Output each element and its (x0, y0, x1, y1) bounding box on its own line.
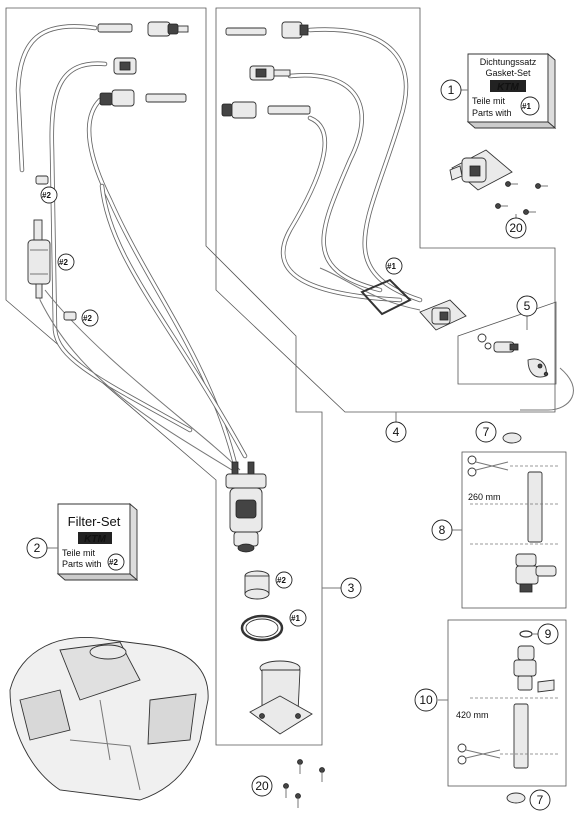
pump-flange-housing (249, 660, 313, 735)
svg-text:2: 2 (34, 541, 41, 555)
kit-tag-sleeve-text: #2 (277, 576, 286, 585)
hose-clamp-lower (63, 311, 77, 321)
group-outline-10 (447, 619, 567, 787)
fuel-pump-unit (225, 461, 267, 553)
hose-clamp-upper (35, 175, 49, 185)
scissors-icon-upper (467, 455, 509, 477)
gasket-set-kit-tag: #1 (522, 102, 531, 111)
hose-segment-420 (513, 703, 529, 769)
pump-o-ring (240, 614, 284, 642)
svg-text:20: 20 (255, 779, 269, 793)
ktm-logo-filter-text: KTM (84, 534, 106, 545)
kit-tag-filter-3-text: #2 (83, 314, 92, 323)
callout-10: 10 (414, 688, 438, 712)
gasket-set-parts-de: Teile mit (472, 96, 506, 106)
group-outline-4 (215, 7, 556, 413)
callout-3: 3 (340, 577, 362, 599)
right-hoses (281, 27, 423, 311)
right-quick-connector-top (225, 21, 309, 39)
right-connector-plug (249, 65, 291, 81)
scissors-icon-lower (457, 743, 501, 765)
group-outline-8 (461, 451, 567, 609)
o-ring-9 (519, 630, 533, 638)
svg-text:5: 5 (524, 299, 531, 313)
angled-connector-lower (515, 553, 557, 593)
hose-clamp-7-bottom (506, 792, 526, 804)
screws-upper-right (495, 181, 548, 215)
tank-flange-gasket (360, 278, 412, 316)
svg-text:10: 10 (419, 693, 433, 707)
gasket-set-box: Dichtungssatz Gasket-Set KTM Teile mit P… (466, 53, 557, 129)
filter-set-parts-de: Teile mit (62, 548, 96, 558)
ktm-logo-gasket (490, 80, 526, 92)
filter-set-box: Filter-Set KTM Teile mit Parts with #2 (56, 503, 139, 581)
svg-text:4: 4 (393, 425, 400, 439)
straight-connector-10 (513, 645, 555, 693)
callout-9: 9 (537, 623, 559, 645)
filter-set-kit-tag: #2 (109, 558, 118, 567)
kit-tag-filter-2-text: #2 (59, 258, 68, 267)
dimension-260: 260 mm (468, 492, 501, 502)
svg-text:7: 7 (537, 793, 544, 807)
ktm-logo-filter (78, 532, 112, 544)
filter-set-title: Filter-Set (68, 514, 121, 529)
callout-4: 4 (385, 421, 407, 443)
pump-sleeve (244, 570, 270, 600)
gasket-set-title: Dichtungssatz (480, 57, 537, 67)
callout-2: 2 (26, 537, 48, 559)
gasket-set-parts-en: Parts with (472, 108, 512, 118)
svg-text:9: 9 (545, 627, 552, 641)
filter-set-parts-en: Parts with (62, 559, 102, 569)
svg-text:7: 7 (483, 425, 490, 439)
svg-text:3: 3 (348, 581, 355, 595)
screws-bottom (283, 759, 325, 808)
gasket-set-subtitle: Gasket-Set (485, 68, 531, 78)
svg-text:1: 1 (448, 83, 455, 97)
hose-segment-260 (527, 471, 543, 543)
kit-tag-gasket-text: #1 (387, 262, 396, 271)
callout-7-top: 7 (475, 421, 497, 443)
tank-flange-fitting (419, 299, 467, 331)
callout-5: 5 (516, 295, 538, 317)
callout-8: 8 (431, 519, 453, 541)
kit-tag-oring-text: #1 (291, 614, 300, 623)
group-outline-2 (5, 7, 323, 746)
kit-tag-filter-1-text: #2 (42, 191, 51, 200)
valve-parts (477, 333, 549, 378)
connector-plug-upper (113, 57, 137, 75)
ktm-logo-gasket-text: KTM (497, 82, 519, 93)
svg-text:8: 8 (439, 523, 446, 537)
callout-7-bottom: 7 (529, 789, 551, 811)
hose-clamp-7-top (502, 432, 522, 444)
inline-fuel-filter (27, 219, 51, 299)
quick-connector-middle (99, 89, 187, 107)
dimension-420: 420 mm (456, 710, 489, 720)
callout-20-bottom: 20 (251, 775, 273, 797)
quick-connector-top (97, 21, 189, 37)
filler-neck-housing (449, 149, 513, 191)
callout-1: 1 (440, 79, 462, 101)
svg-text:20: 20 (509, 221, 523, 235)
callout-20-top: 20 (505, 217, 527, 239)
right-quick-connector-middle (221, 101, 311, 119)
fuel-tank (9, 637, 209, 801)
